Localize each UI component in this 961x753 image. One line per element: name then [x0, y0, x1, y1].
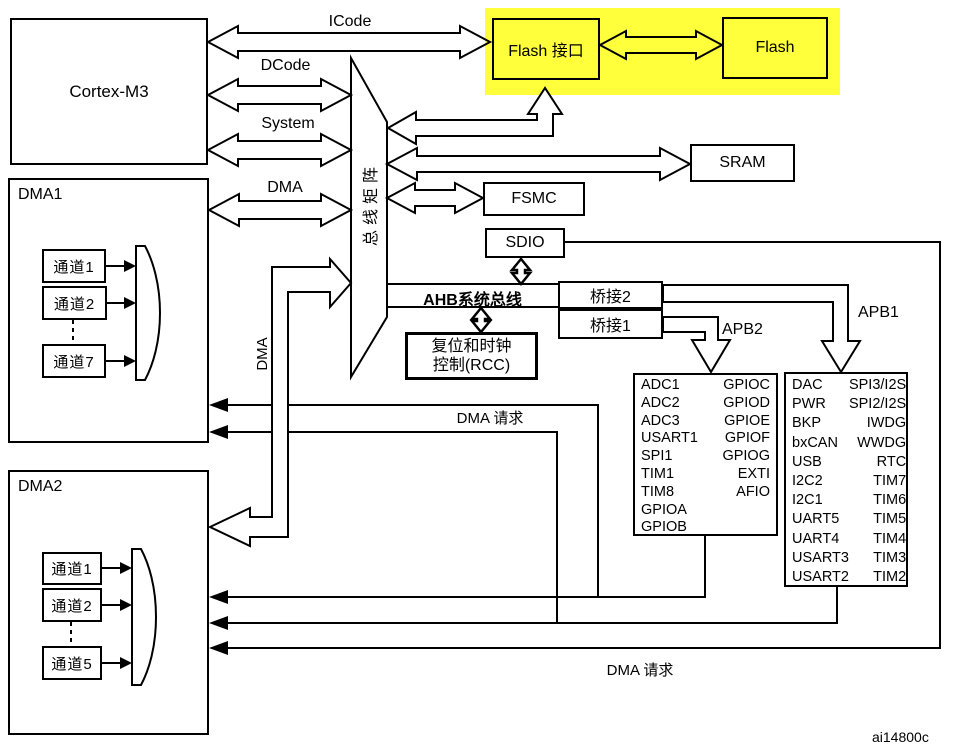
- apb1-bus: [662, 284, 862, 374]
- dma2-channel-1: 通道1: [42, 552, 102, 585]
- icode-label: ICode: [328, 13, 372, 30]
- system-label: System: [261, 115, 315, 132]
- flash-block: Flash: [722, 17, 828, 79]
- ahb-bus-label: AHB系统总线: [423, 292, 522, 309]
- apb2-label: APB2: [722, 321, 763, 338]
- dma-vertical-label: DMA: [253, 337, 271, 371]
- apb1-left-column: DAC PWR BKP bxCAN USB I2C2 I2C1 UART5 UA…: [792, 377, 849, 586]
- dma2-channel-5: 通道5: [42, 646, 102, 680]
- dma1-channel-arrowheads: [124, 260, 136, 367]
- flash-interface-block: Flash 接口: [492, 18, 600, 80]
- apb2-left-column: ADC1 ADC2 ADC3 USART1 SPI1 TIM1 TIM8 GPI…: [641, 377, 698, 536]
- icode-bus: [205, 24, 493, 60]
- apb2-bus: [662, 316, 732, 374]
- flash-interface-bus: [385, 86, 564, 146]
- dma2-matrix-bus: [207, 256, 353, 548]
- dma2-block: DMA2: [8, 470, 209, 735]
- apb1-label: APB1: [858, 304, 899, 321]
- sram-bus: [384, 146, 693, 182]
- dma2-channel-2: 通道2: [42, 588, 102, 622]
- dma1-channel-arrows: [72, 265, 126, 362]
- dma2-channel-arrows: [70, 567, 122, 664]
- bus-matrix-label: 总线矩阵: [363, 162, 380, 247]
- apb2-right-column: GPIOC GPIOD GPIOE GPIOF GPIOG EXTI AFIO: [722, 377, 770, 500]
- dma1-block: DMA1: [8, 178, 209, 443]
- dma1-arbiter-shape: [135, 245, 162, 381]
- bridge1-block: 桥接1: [558, 309, 663, 339]
- apb2-peripherals-block: ADC1 ADC2 ADC3 USART1 SPI1 TIM1 TIM8 GPI…: [633, 373, 778, 536]
- bus-matrix-shape: [350, 54, 388, 381]
- dcode-label: DCode: [260, 57, 311, 74]
- fsmc-block: FSMC: [483, 182, 585, 216]
- dma-request-lines: [226, 241, 941, 649]
- sram-block: SRAM: [690, 144, 795, 182]
- cortex-m3-label: Cortex-M3: [69, 81, 149, 101]
- dcode-bus: [205, 77, 354, 113]
- dma1-channel-1: 通道1: [42, 249, 106, 283]
- dma-bus-label: DMA: [267, 179, 303, 196]
- dma-request-lower-label: DMA 请求: [606, 662, 674, 679]
- dma1-channel-2: 通道2: [42, 286, 107, 320]
- sdio-block: SDIO: [485, 228, 565, 258]
- dma1-bus: [206, 192, 354, 228]
- cortex-m3-block: Cortex-M3: [10, 18, 208, 165]
- rcc-block: 复位和时钟 控制(RCC): [405, 332, 538, 380]
- dma2-channel-arrowheads: [120, 562, 132, 669]
- ahb-bus-band: [387, 283, 558, 308]
- bridge2-block: 桥接2: [558, 281, 663, 309]
- figure-id-watermark: ai14800c: [872, 729, 929, 745]
- dma2-title: DMA2: [18, 478, 63, 495]
- apb1-right-column: SPI3/I2S SPI2/I2S IWDG WWDG RTC TIM7 TIM…: [848, 377, 907, 586]
- dma1-channel-7: 通道7: [42, 344, 106, 378]
- apb1-peripherals-block: DAC PWR BKP bxCAN USB I2C2 I2C1 UART5 UA…: [784, 372, 908, 587]
- dma2-arbiter-shape: [131, 548, 158, 686]
- dma-request-upper-label: DMA 请求: [456, 410, 524, 427]
- dma-request-arrowheads: [209, 398, 228, 655]
- dma1-title: DMA1: [18, 186, 63, 203]
- flash-highlight: [485, 8, 840, 95]
- system-bus: [205, 132, 354, 168]
- fsmc-bus: [384, 181, 486, 215]
